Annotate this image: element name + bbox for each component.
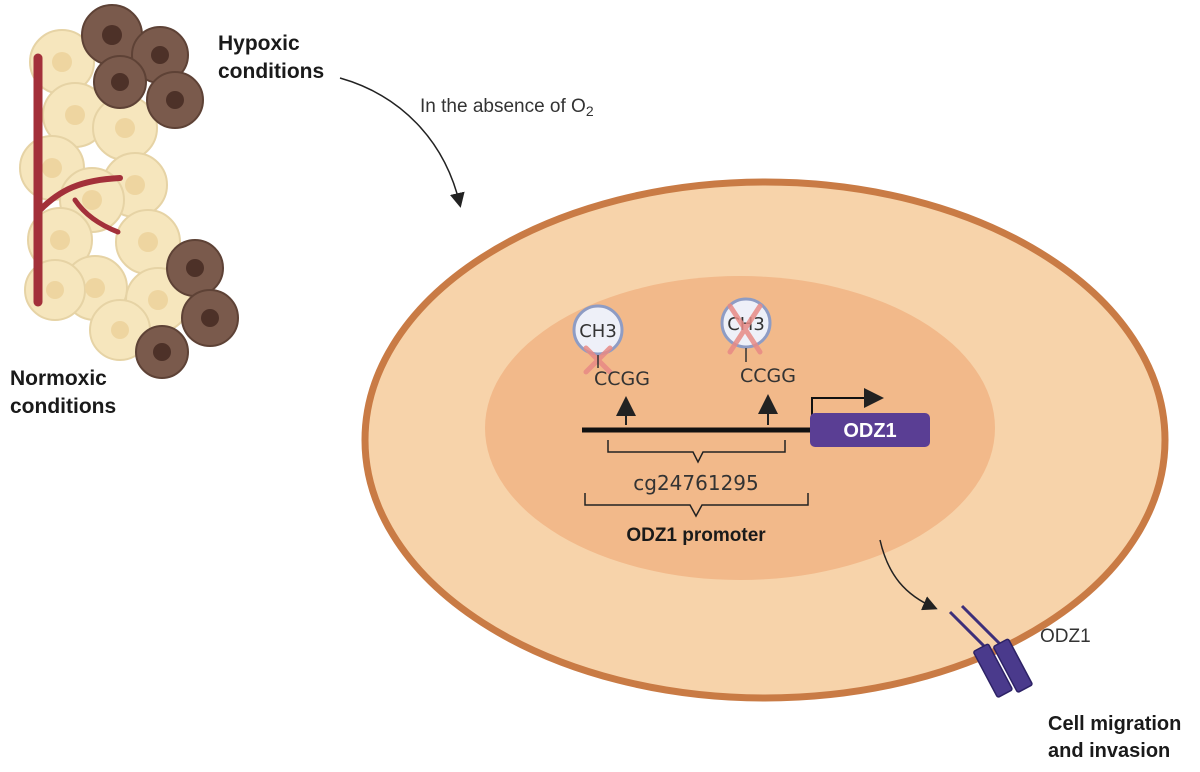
ccgg-site-1: CCGG [594,368,650,390]
hypoxia-arrow [339,77,465,208]
blood-vessel [33,53,123,307]
outcome-line1: Cell migration [1048,713,1181,735]
methyl-group-1-label: CH3 [579,321,617,342]
cpg-bracket [607,440,786,464]
promoter-label: ODZ1 promoter [626,525,766,546]
promoter-bracket [584,493,809,518]
hypoxic-label-line2: conditions [218,60,324,83]
cpg-probe-label: cg24761295 [633,471,759,495]
methyl-group-2: CH3 [720,297,772,362]
methyl-group-1: CH3 [572,304,624,375]
cell [361,178,1169,702]
odz1-receptor [948,604,1033,698]
normoxic-label-line2: conditions [10,395,116,418]
ccgg-site-2: CCGG [740,365,796,387]
cross-mark-2 [727,303,763,355]
odz1-gene-box: ODZ1 [810,413,930,447]
odz1-receptor-label: ODZ1 [1040,626,1091,647]
hypoxic-cells [81,4,239,379]
odz1-gene-label: ODZ1 [843,420,896,442]
export-arrow [879,539,938,611]
tissue-cluster [19,4,239,379]
normoxic-label-line1: Normoxic [10,367,107,390]
absence-o2-label: In the absence of O2 [420,96,594,119]
hypoxic-label-line1: Hypoxic [218,32,300,55]
outcome-line2: and invasion [1048,740,1170,762]
